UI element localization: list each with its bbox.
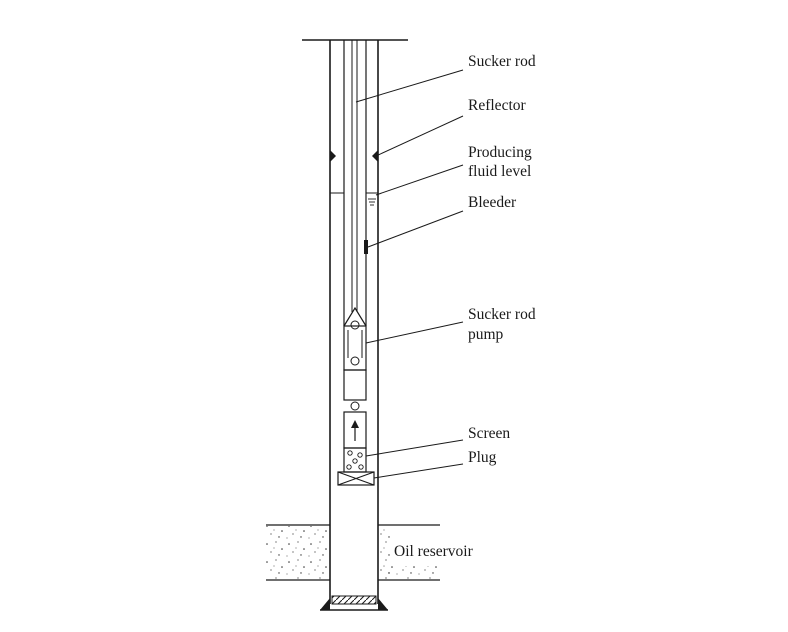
label-screen: Screen — [468, 425, 510, 442]
label-reflector: Reflector — [468, 97, 527, 114]
sucker-rod-pump — [343, 306, 367, 449]
screen — [343, 447, 367, 473]
leader-lines — [355, 69, 464, 479]
well-bottom — [320, 595, 388, 611]
leader-producing-fluid-level — [375, 164, 464, 196]
label-plug: Plug — [468, 449, 497, 466]
leader-plug — [373, 463, 464, 479]
casing — [329, 40, 379, 604]
reflector — [330, 150, 378, 162]
sucker-rod — [351, 40, 358, 312]
leader-sucker-rod-pump — [365, 321, 464, 344]
plug — [337, 471, 375, 486]
tubing — [343, 40, 367, 326]
leader-sucker-rod — [355, 69, 464, 103]
label-sucker-rod: Sucker rod — [468, 53, 536, 70]
label-producing-fluid-level-line2: fluid level — [468, 163, 531, 180]
label-producing-fluid-level-line1: Producing — [468, 144, 532, 161]
oil-reservoir-layer — [266, 524, 440, 581]
leader-screen — [365, 439, 464, 457]
label-sucker-rod-pump-line1: Sucker rod — [468, 306, 536, 323]
label-sucker-rod-pump-line2: pump — [468, 326, 504, 343]
producing-fluid-level — [330, 192, 378, 206]
label-bleeder: Bleeder — [468, 194, 517, 211]
bleeder — [364, 240, 368, 254]
leader-bleeder — [367, 210, 464, 248]
leader-reflector — [375, 115, 464, 157]
label-oil-reservoir: Oil reservoir — [394, 543, 474, 560]
